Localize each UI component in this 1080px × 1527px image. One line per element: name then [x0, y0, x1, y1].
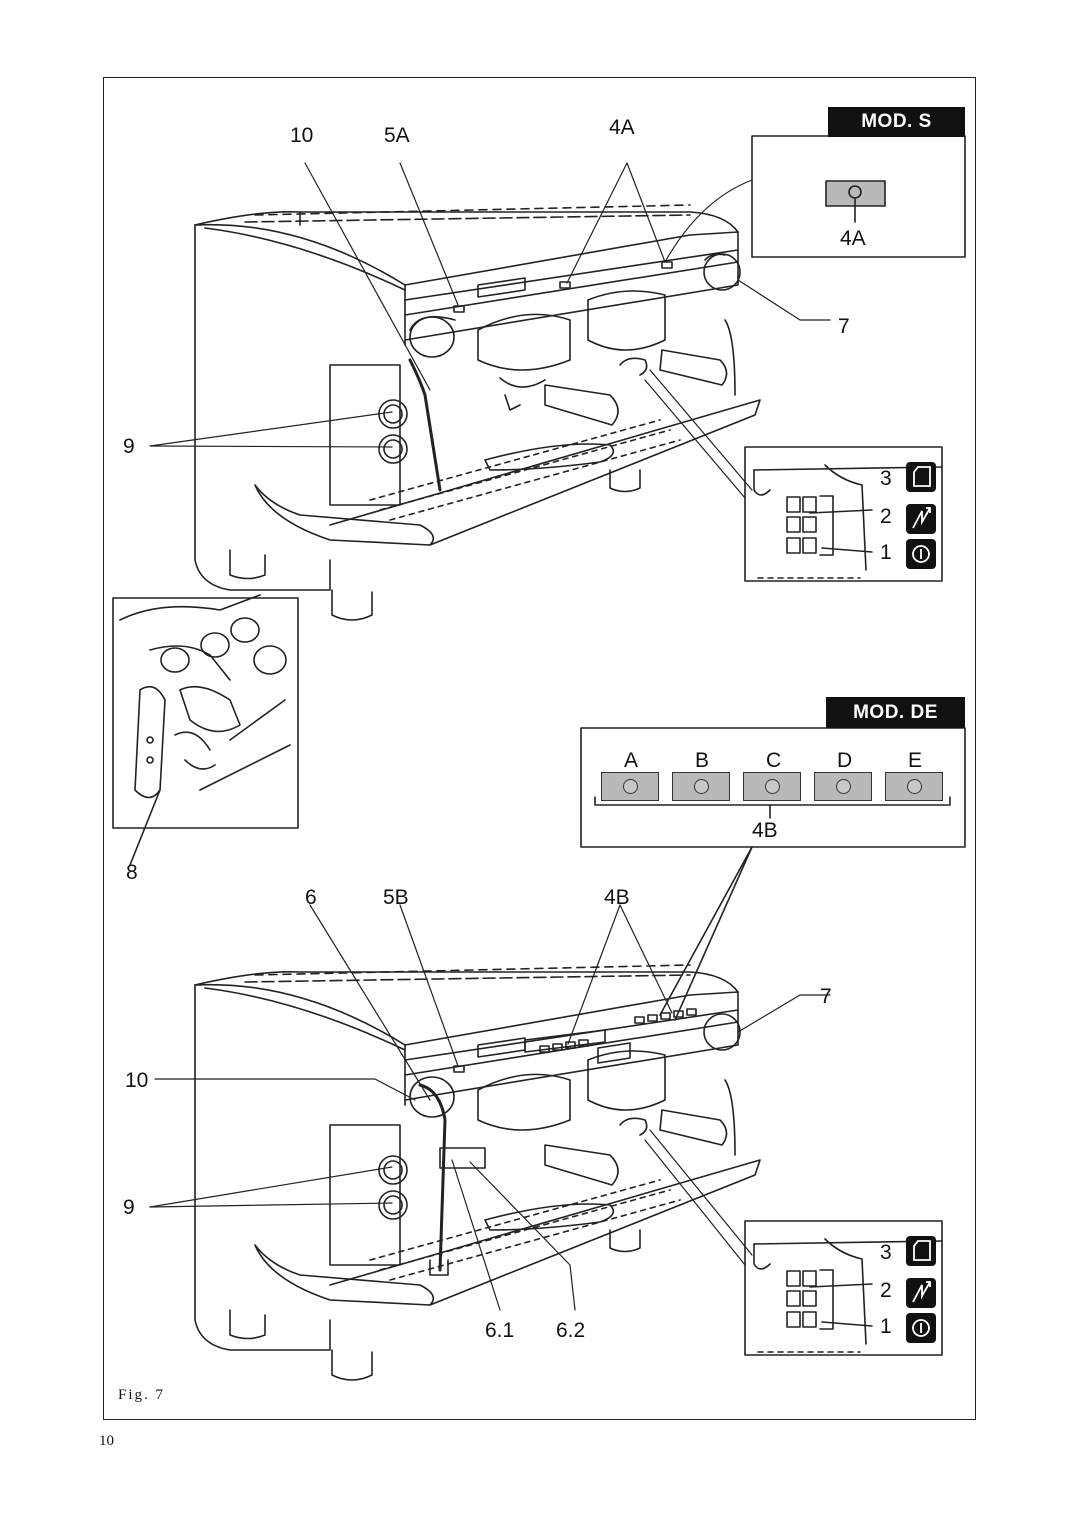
leaders-bottom	[149, 904, 831, 1311]
key-button-d	[814, 772, 872, 801]
callout-7: 7	[838, 315, 850, 338]
steam-icon	[906, 504, 936, 534]
callout-6: 6	[305, 886, 317, 909]
callout-8: 8	[126, 861, 138, 884]
key-label-a: A	[624, 749, 639, 772]
callout-6-2: 6.2	[556, 1319, 586, 1342]
inset-mod-de-frame	[580, 727, 966, 848]
switch-label-3-bottom: 3	[880, 1241, 892, 1264]
page-number: 10	[99, 1433, 114, 1449]
callout-4a: 4A	[609, 116, 635, 139]
callout-9: 9	[123, 435, 135, 458]
key-label-c: C	[766, 749, 782, 772]
key-button-b	[672, 772, 730, 801]
key-button-c	[743, 772, 801, 801]
inset-callout-4b: 4B	[752, 819, 778, 842]
callout-9-bottom: 9	[123, 1196, 135, 1219]
leaders-top	[149, 162, 831, 499]
figure-caption: Fig. 7	[118, 1387, 166, 1403]
callout-4b: 4B	[604, 886, 630, 909]
key-button-e	[885, 772, 943, 801]
detail-inset-valves	[112, 594, 299, 866]
switch-inset-bottom	[744, 1220, 943, 1356]
callout-5b: 5B	[383, 886, 409, 909]
switch-label-1: 1	[880, 541, 892, 564]
switch-label-1-bottom: 1	[880, 1315, 892, 1338]
callout-7-bottom: 7	[820, 985, 832, 1008]
steam-icon	[906, 1278, 936, 1308]
switch-inset-top	[744, 446, 943, 582]
espresso-machine-top	[194, 204, 761, 621]
figure-frame	[103, 77, 976, 1420]
inset-callout-4a: 4A	[840, 227, 866, 250]
key-button-a	[601, 772, 659, 801]
callout-10: 10	[290, 124, 314, 147]
callout-5a: 5A	[384, 124, 410, 147]
espresso-machine-bottom	[194, 964, 761, 1381]
callout-10-bottom: 10	[125, 1069, 149, 1092]
switch-label-3: 3	[880, 467, 892, 490]
callout-6-1: 6.1	[485, 1319, 515, 1342]
key-label-e: E	[908, 749, 923, 772]
key-label-b: B	[695, 749, 710, 772]
mod-s-badge: MOD. S	[828, 107, 965, 137]
mod-de-badge: MOD. DE	[826, 697, 965, 728]
switch-label-2-bottom: 2	[880, 1279, 892, 1302]
switch-label-2: 2	[880, 505, 892, 528]
key-label-d: D	[837, 749, 853, 772]
